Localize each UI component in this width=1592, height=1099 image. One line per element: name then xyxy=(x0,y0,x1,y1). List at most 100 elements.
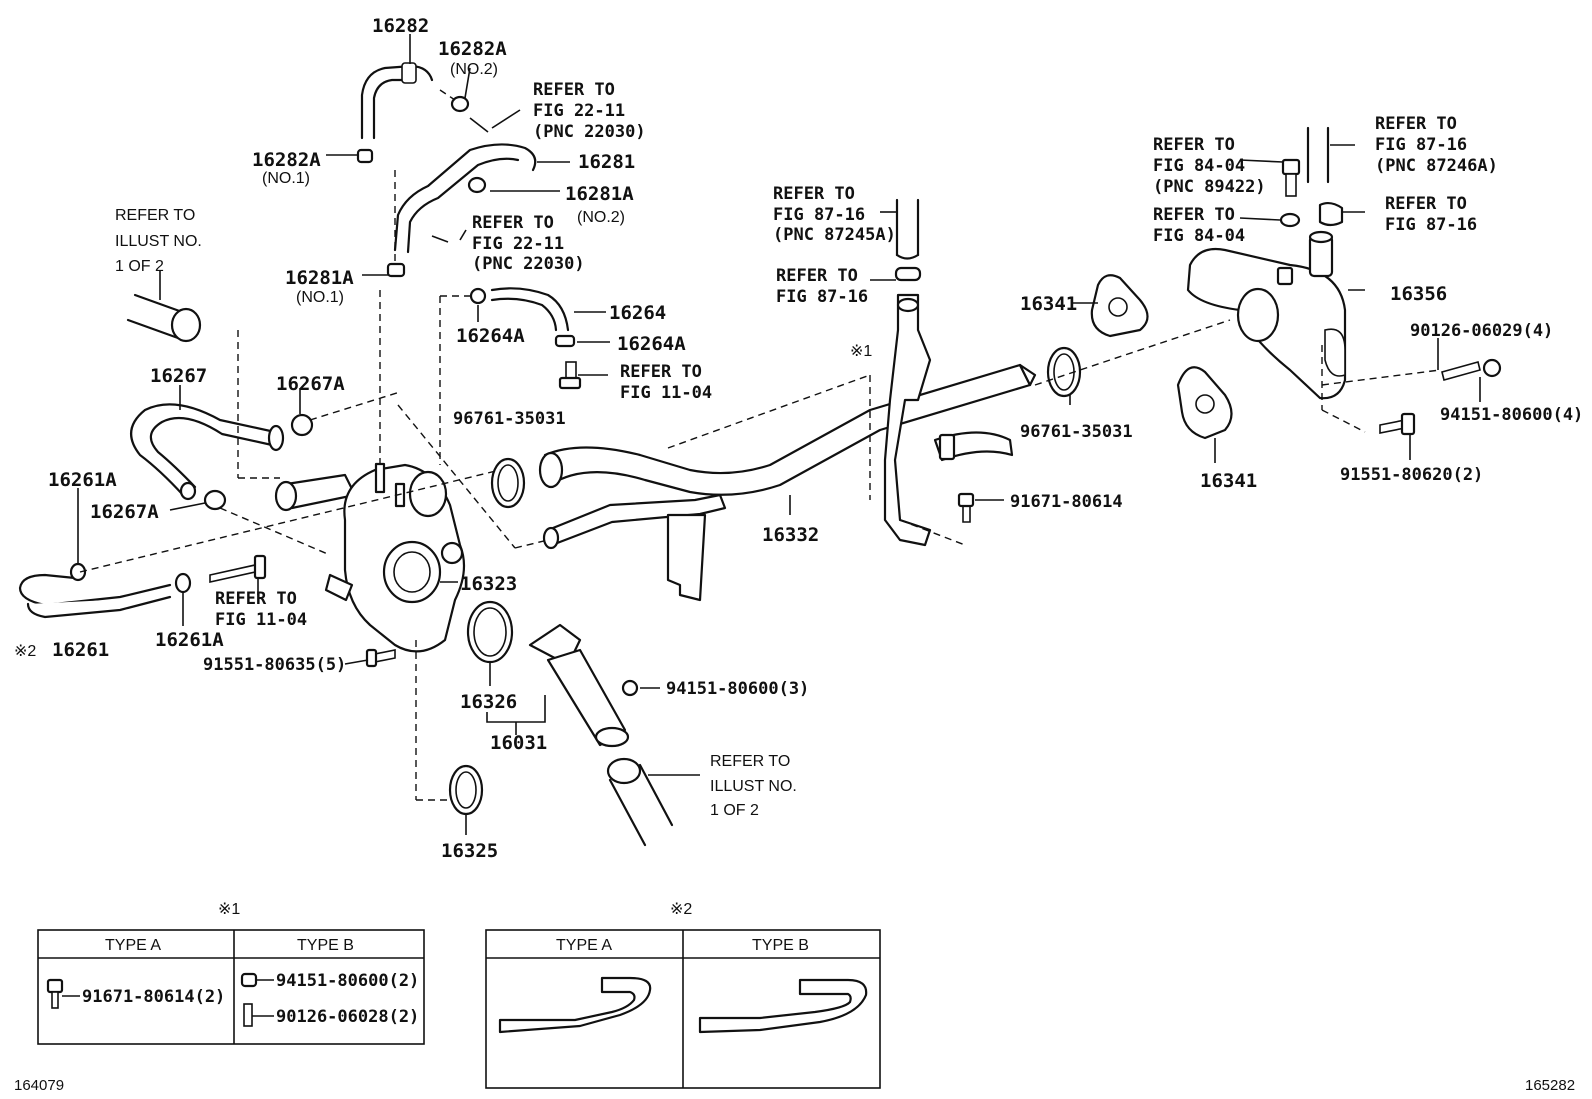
clamp-16282A-no1 xyxy=(356,148,374,164)
callout-16261A-left: 16261A xyxy=(48,469,117,491)
callout-16282A-no1: 16282A xyxy=(252,149,321,171)
table2-header-type-b: TYPE B xyxy=(752,937,809,954)
refer-fig-87-16-c-line2: FIG 87-16 xyxy=(1375,135,1467,155)
refer-fig-22-11-a-line2: FIG 22-11 xyxy=(533,101,625,121)
callout-90126-06029: 90126-06029(4) xyxy=(1410,321,1553,341)
callout-94151-80600-4: 94151-80600(4) xyxy=(1440,405,1583,425)
bracket-left xyxy=(666,513,707,602)
callout-16341-upper: 16341 xyxy=(1020,293,1077,315)
washer-fig-84-04 xyxy=(1279,212,1301,228)
table2-mark: ※2 xyxy=(670,901,692,918)
refer-illust-b-line1: REFER TO xyxy=(710,753,790,770)
callout-16267A-lower: 16267A xyxy=(90,501,159,523)
refer-illust-b-line3: 1 OF 2 xyxy=(710,802,759,819)
callout-16281A-no1: 16281A xyxy=(285,267,354,289)
plug-fig-11-04 xyxy=(558,376,582,390)
variant-table-1: ※1 TYPE A TYPE B 91671-80614(2) 94151-80… xyxy=(37,901,425,1045)
clamp-16267A-lower xyxy=(203,489,227,511)
refer-fig-11-04-b-line1: REFER TO xyxy=(215,589,297,609)
callout-16282: 16282 xyxy=(372,15,429,37)
refer-fig-22-11-a-line1: REFER TO xyxy=(533,80,615,100)
footer-right-code: 165282 xyxy=(1525,1077,1575,1094)
refer-illust-a-line2: ILLUST NO. xyxy=(115,233,202,250)
table1-header-type-b: TYPE B xyxy=(297,937,354,954)
clamp-fig-87-16-center xyxy=(894,266,922,282)
refer-fig-84-04-a-line2: FIG 84-04 xyxy=(1153,156,1245,176)
bracket-center xyxy=(883,293,932,547)
bypass-pipe-16332 xyxy=(543,363,1032,496)
hose-type-b xyxy=(698,978,868,1034)
callout-16264A-right: 16264A xyxy=(617,333,686,355)
parts-art xyxy=(18,62,1502,847)
bypass-pipe-lower xyxy=(546,493,727,547)
refer-illust-a-line1: REFER TO xyxy=(115,207,195,224)
footer-left-code: 164079 xyxy=(14,1077,64,1094)
refer-fig-22-11-a-line3: (PNC 22030) xyxy=(533,122,646,142)
callout-16264: 16264 xyxy=(609,302,666,324)
refer-fig-22-11-b-line3: (PNC 22030) xyxy=(472,254,585,274)
refer-fig-87-16-d-line1: REFER TO xyxy=(1385,194,1467,214)
nut-94151-80600 xyxy=(621,679,639,697)
refer-illust-b-line2: ILLUST NO. xyxy=(710,778,797,795)
refer-fig-11-04-b-line2: FIG 11-04 xyxy=(215,610,307,630)
callout-16325: 16325 xyxy=(441,840,498,862)
callout-16332: 16332 xyxy=(762,524,819,546)
clamp-16282A-no2 xyxy=(450,95,470,113)
callout-16264A-left: 16264A xyxy=(456,325,525,347)
variant-table-2: ※2 TYPE A TYPE B xyxy=(485,901,881,1089)
refer-fig-87-16-c-line1: REFER TO xyxy=(1375,114,1457,134)
thermostat-16031 xyxy=(546,648,627,747)
callout-16323: 16323 xyxy=(460,573,517,595)
callout-no1-b: (NO.1) xyxy=(296,289,344,306)
hose-type-a xyxy=(498,976,652,1034)
callout-16261: 16261 xyxy=(52,639,109,661)
clamp-16264A xyxy=(554,334,576,348)
clamp-16281A-no1 xyxy=(386,262,406,278)
callout-16341-lower: 16341 xyxy=(1200,470,1257,492)
clamp-16281A-no2 xyxy=(467,176,487,194)
refer-fig-87-16-b-line1: REFER TO xyxy=(776,266,858,286)
callout-16281A-no2: 16281A xyxy=(565,183,634,205)
callout-91551-80620: 91551-80620(2) xyxy=(1340,465,1483,485)
callout-91551-80635: 91551-80635(5) xyxy=(203,655,346,675)
refer-fig-87-16-a-line1: REFER TO xyxy=(773,184,855,204)
callout-16031: 16031 xyxy=(490,732,547,754)
pipe-lower xyxy=(606,757,642,785)
callout-16356: 16356 xyxy=(1390,283,1447,305)
pipe-upper-left xyxy=(170,307,202,343)
mark-ref-2: ※2 xyxy=(14,643,36,660)
refer-fig-87-16-c-line3: (PNC 87246A) xyxy=(1375,156,1498,176)
callout-96761-35031-left: 96761-35031 xyxy=(453,409,566,429)
clamp-16267A-upper xyxy=(290,413,314,437)
table1-type-b-part1: 94151-80600(2) xyxy=(276,971,419,991)
bolt-fig-11-04 xyxy=(209,564,256,583)
refer-fig-84-04-a-line3: (PNC 89422) xyxy=(1153,177,1266,197)
callout-no2-top: (NO.2) xyxy=(450,61,498,78)
callout-16326: 16326 xyxy=(460,691,517,713)
callout-16261A-right: 16261A xyxy=(155,629,224,651)
refer-fig-87-16-a-line3: (PNC 87245A) xyxy=(773,225,896,245)
leader-lines xyxy=(77,34,1481,835)
mark-ref-1: ※1 xyxy=(850,343,872,360)
callout-94151-80600-3: 94151-80600(3) xyxy=(666,679,809,699)
refer-fig-11-04-a-line2: FIG 11-04 xyxy=(620,383,712,403)
callout-no2-b: (NO.2) xyxy=(577,209,625,226)
table2-header-type-a: TYPE A xyxy=(556,937,612,954)
callout-16267A-upper: 16267A xyxy=(276,373,345,395)
callout-no1-a: (NO.1) xyxy=(262,170,310,187)
nut-94151-80600-right xyxy=(1482,358,1502,378)
refer-fig-84-04-b-line2: FIG 84-04 xyxy=(1153,226,1245,246)
table1-type-a-part: 91671-80614(2) xyxy=(82,987,225,1007)
table1-type-b-part2: 90126-06028(2) xyxy=(276,1007,419,1027)
callout-16281: 16281 xyxy=(578,151,635,173)
clamp-16261A-right xyxy=(174,572,192,594)
refer-illust-a-line3: 1 OF 2 xyxy=(115,258,164,275)
callout-16282A-top: 16282A xyxy=(438,38,507,60)
callout-96761-35031-right: 96761-35031 xyxy=(1020,422,1133,442)
refer-fig-87-16-a-line2: FIG 87-16 xyxy=(773,205,865,225)
refer-fig-22-11-b-line2: FIG 22-11 xyxy=(472,234,564,254)
temp-sensor xyxy=(1281,158,1301,176)
refer-fig-84-04-b-line1: REFER TO xyxy=(1153,205,1235,225)
